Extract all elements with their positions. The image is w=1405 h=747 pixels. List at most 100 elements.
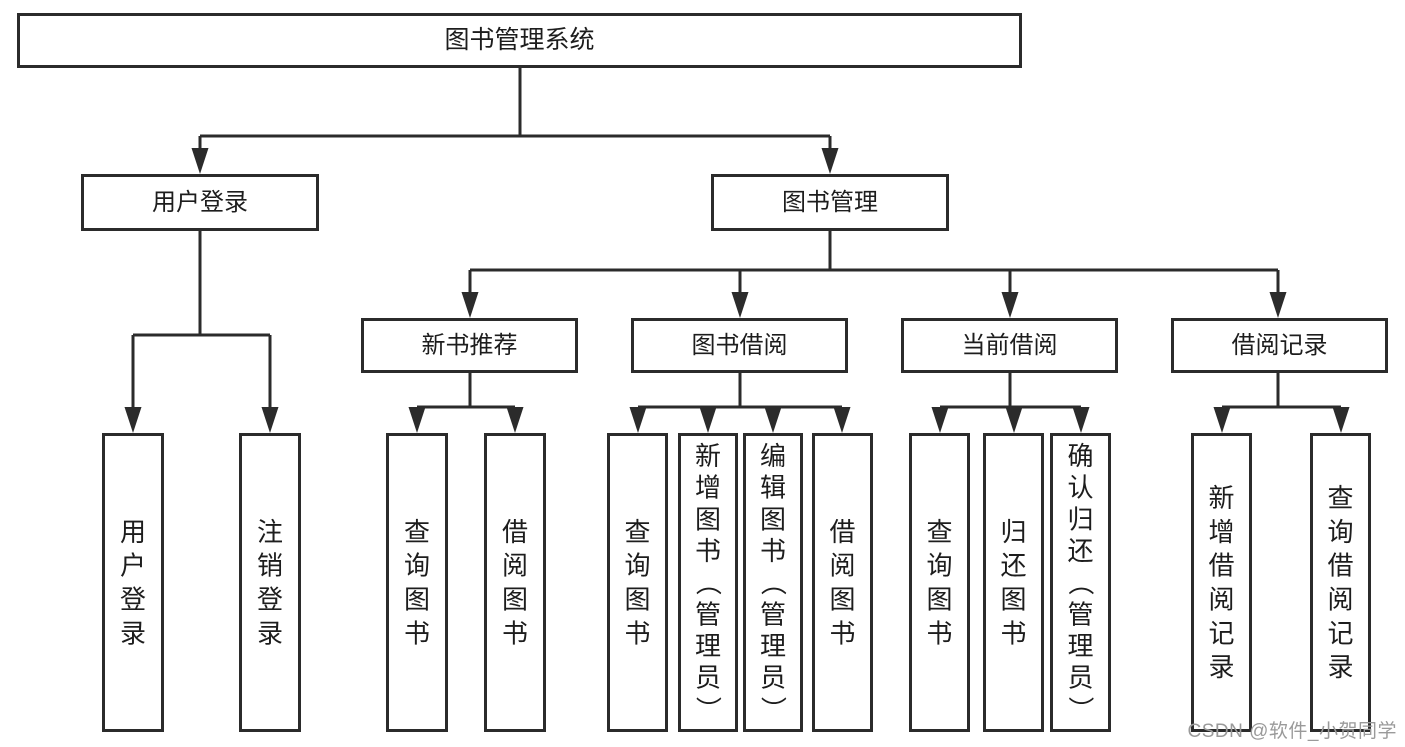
node-label-char: 录 (120, 618, 146, 648)
node-leaf-user-login[interactable]: 用户登录 (102, 433, 164, 732)
node-label-char: 登 (257, 585, 283, 615)
node-label-char: 还 (1067, 536, 1093, 566)
connector-book-borrow-bus (629, 373, 851, 433)
node-label-char: 理 (1067, 631, 1093, 661)
node-current-borrow[interactable]: 当前借阅 (901, 318, 1118, 373)
node-label: 图书借阅 (692, 332, 788, 359)
node-label-char: 理 (760, 631, 786, 661)
node-label-char: 归 (1067, 504, 1093, 534)
node-book-manage[interactable]: 图书管理 (711, 174, 949, 231)
node-label-char: 书 (695, 536, 721, 566)
node-label-char: 书 (624, 618, 650, 648)
node-label-char: 记 (1208, 618, 1234, 648)
node-new-book-rec[interactable]: 新书推荐 (361, 318, 578, 373)
node-label-char: ） (1065, 696, 1095, 722)
node-label-char: （ (1065, 569, 1095, 595)
node-label-char: 书 (829, 618, 855, 648)
node-label-char: 编 (760, 441, 786, 471)
node-label-char: 还 (1000, 551, 1026, 581)
node-label-char: 员 (760, 663, 786, 693)
node-label-char: （ (693, 569, 723, 595)
node-user-login[interactable]: 用户登录 (81, 174, 319, 231)
node-label-char: 阅 (829, 551, 855, 581)
node-label-char: 归 (1000, 517, 1026, 547)
node-label-char: 登 (120, 585, 146, 615)
node-label-char: 增 (695, 473, 721, 503)
node-label-char: 图 (695, 504, 721, 534)
node-label-char: 录 (1208, 652, 1234, 682)
node-label-char: 阅 (1208, 585, 1234, 615)
node-label-char: ） (693, 696, 723, 722)
connector-borrow-record-bus (1213, 373, 1350, 433)
node-label-char: 管 (760, 599, 786, 629)
node-label-char: 图 (404, 585, 430, 615)
node-label-char: 查 (1327, 483, 1353, 513)
node-label-char: ） (758, 696, 788, 722)
node-label-char: 图 (502, 585, 528, 615)
node-label-char: 销 (257, 551, 283, 581)
node-label: 图书管理 (782, 189, 878, 216)
node-label-char: 员 (1067, 663, 1093, 693)
node-label-char: 理 (695, 631, 721, 661)
node-label-char: 增 (1208, 517, 1234, 547)
node-label-char: 书 (926, 618, 952, 648)
node-label-char: 新 (1208, 483, 1234, 513)
connector-user-login-bus (124, 231, 279, 433)
node-label-char: 确 (1067, 441, 1093, 471)
node-label-char: 询 (404, 551, 430, 581)
node-label-char: 图 (624, 585, 650, 615)
connector-current-borrow-bus (931, 373, 1090, 433)
node-label-char: 阅 (502, 551, 528, 581)
node-label: 用户登录 (152, 189, 248, 216)
node-label-char: 户 (120, 551, 146, 581)
node-label-char: 管 (1067, 599, 1093, 629)
node-label-char: 图 (1000, 585, 1026, 615)
node-label-char: 书 (502, 618, 528, 648)
node-label: 当前借阅 (962, 332, 1058, 359)
node-label-char: 认 (1067, 473, 1093, 503)
node-label-char: 借 (829, 517, 855, 547)
node-label-char: 图 (926, 585, 952, 615)
node-label-char: 管 (695, 599, 721, 629)
node-label-char: 查 (624, 517, 650, 547)
node-label-char: 记 (1327, 618, 1353, 648)
node-label-char: 借 (1208, 551, 1234, 581)
node-label-char: 书 (760, 536, 786, 566)
node-label-char: 借 (502, 517, 528, 547)
node-label-char: 询 (624, 551, 650, 581)
node-label: 借阅记录 (1232, 332, 1328, 359)
connector-root-bus (191, 68, 839, 174)
node-label-char: 图 (829, 585, 855, 615)
node-label-char: 阅 (1327, 585, 1353, 615)
node-label-char: 新 (695, 441, 721, 471)
node-label: 图书管理系统 (444, 26, 594, 54)
node-label-char: 录 (257, 618, 283, 648)
node-root-system[interactable]: 图书管理系统 (17, 13, 1022, 68)
node-label-char: （ (758, 569, 788, 595)
node-label-char: 询 (926, 551, 952, 581)
node-label: 新书推荐 (422, 332, 518, 359)
node-label-char: 员 (695, 663, 721, 693)
node-label-char: 辑 (760, 473, 786, 503)
node-borrow-record[interactable]: 借阅记录 (1171, 318, 1388, 373)
node-label-char: 查 (926, 517, 952, 547)
connector-new-book-rec-bus (408, 373, 524, 433)
node-label-char: 录 (1327, 652, 1353, 682)
node-label-char: 用 (120, 517, 146, 547)
node-book-borrow[interactable]: 图书借阅 (631, 318, 848, 373)
node-label-char: 借 (1327, 551, 1353, 581)
